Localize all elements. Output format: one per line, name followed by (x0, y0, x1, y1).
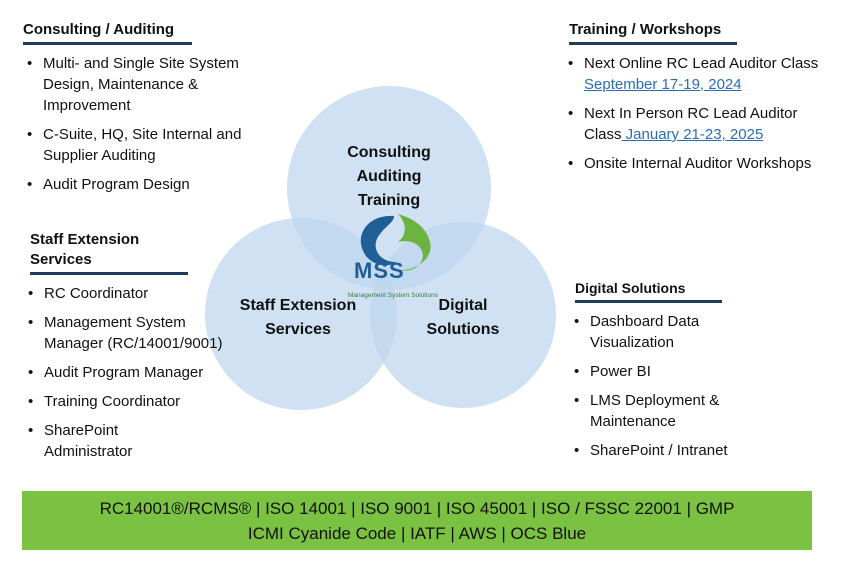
list-item: Management System Manager (RC/14001/9001… (28, 312, 230, 354)
staff-list: RC Coordinator Management System Manager… (26, 283, 230, 462)
standards-line-2: ICMI Cyanide Code | IATF | AWS | OCS Blu… (247, 524, 587, 543)
staff-heading: Staff Extension Services (30, 231, 140, 268)
consulting-section: Consulting / Auditing Multi- and Single … (23, 20, 283, 203)
mss-logo-text: MSS (354, 258, 405, 283)
digital-rule (575, 300, 722, 303)
mss-logo-icon (360, 214, 431, 271)
venn-label-consulting: Consulting Auditing Training (347, 144, 431, 209)
training-list: Next Online RC Lead Auditor Class Septem… (566, 53, 824, 174)
list-item: RC Coordinator (28, 283, 230, 304)
consulting-rule (23, 42, 192, 45)
mss-logo-tagline: Management System Solutions (348, 292, 438, 299)
list-item: C-Suite, HQ, Site Internal and Supplier … (27, 124, 283, 166)
list-item: Next In Person RC Lead Auditor Class Jan… (568, 103, 809, 145)
venn-circle-digital (370, 222, 556, 408)
list-item: SharePoint Administrator (28, 420, 174, 462)
digital-heading: Digital Solutions (575, 280, 686, 296)
in-person-class-date-link[interactable]: January 21-23, 2025 (621, 126, 764, 143)
consulting-heading: Consulting / Auditing (23, 21, 175, 38)
list-item: Dashboard Data Visualization (574, 311, 740, 353)
digital-list: Dashboard Data Visualization Power BI LM… (572, 311, 815, 461)
venn-label-digital: Digital Solutions (426, 297, 500, 338)
online-class-date-link[interactable]: September 17-19, 2024 (584, 76, 742, 93)
list-item: Onsite Internal Auditor Workshops (568, 153, 824, 174)
staff-rule (30, 272, 188, 275)
staff-section: Staff Extension Services RC Coordinator … (28, 230, 230, 470)
venn-label-staff: Staff Extension Services (239, 297, 357, 338)
list-item: Next Online RC Lead Auditor Class Septem… (568, 53, 824, 95)
list-item: SharePoint / Intranet (574, 440, 815, 461)
list-item: LMS Deployment & Maintenance (574, 390, 750, 432)
standards-banner: RC14001®/RCMS® | ISO 14001 | ISO 9001 | … (22, 491, 812, 550)
list-item: Audit Program Manager (28, 362, 230, 383)
training-rule (569, 42, 737, 45)
mss-logo: MSS Management System Solutions (344, 212, 444, 304)
consulting-list: Multi- and Single Site System Design, Ma… (25, 53, 283, 195)
list-item: Audit Program Design (27, 174, 283, 195)
standards-line-1: RC14001®/RCMS® | ISO 14001 | ISO 9001 | … (99, 499, 735, 518)
training-section: Training / Workshops Next Online RC Lead… (566, 20, 824, 182)
list-item: Training Coordinator (28, 391, 230, 412)
list-item: Power BI (574, 361, 815, 382)
digital-section: Digital Solutions Dashboard Data Visuali… (572, 278, 815, 469)
list-item: Multi- and Single Site System Design, Ma… (27, 53, 283, 116)
training-heading: Training / Workshops (569, 21, 722, 38)
